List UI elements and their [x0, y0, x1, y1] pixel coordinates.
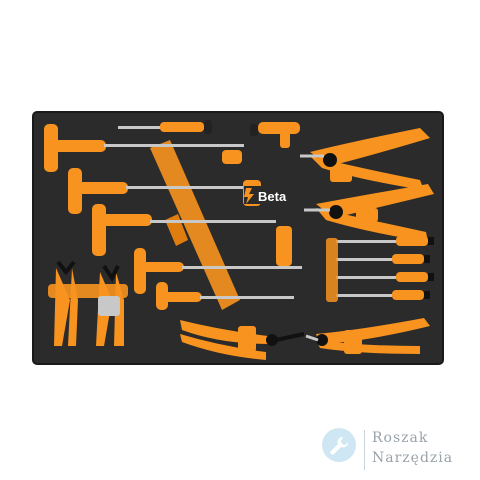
wrench-icon [322, 428, 356, 462]
watermark-separator [364, 430, 365, 470]
beta-logo: Beta [244, 186, 290, 204]
watermark-line-1: Roszak [372, 430, 429, 446]
small-screwdriver-top [250, 122, 300, 148]
watermark-line-2: Narzędzia [372, 450, 454, 466]
circlip-pliers-2 [304, 184, 434, 242]
bottom-pliers-1 [180, 320, 305, 360]
precision-screwdrivers [326, 236, 434, 302]
bottom-pliers-2 [305, 318, 430, 354]
watermark: Roszak Narzędzia [318, 428, 468, 478]
circlip-pliers-1 [300, 128, 430, 190]
small-pliers [48, 260, 128, 346]
beta-logo-text: Beta [258, 189, 287, 204]
